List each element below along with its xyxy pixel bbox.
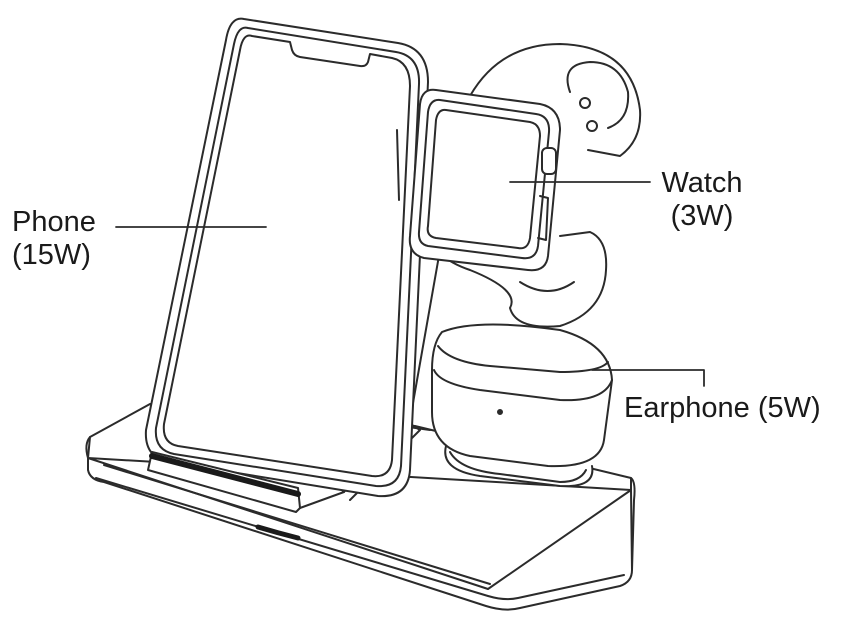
phone-device [144, 17, 429, 498]
earphone-label: Earphone (5W) [624, 392, 821, 424]
earphone-power: (5W) [757, 392, 821, 424]
phone-cradle [147, 451, 345, 513]
watch-label: Watch [661, 167, 743, 199]
phone-callout: Phone (15W) [12, 206, 96, 272]
earphone-name: Earphone [624, 392, 750, 424]
watch-power: (3W) [670, 200, 734, 232]
phone-label: Phone [12, 206, 96, 238]
phone-power: (15W) [12, 239, 91, 271]
earphone-case [431, 323, 613, 488]
leader-lines [115, 181, 705, 387]
watch-device [408, 43, 642, 328]
led-indicator [255, 524, 301, 541]
earphone-leader-line [591, 369, 705, 387]
earphone-callout: Earphone (5W) [624, 392, 821, 425]
watch-callout: Watch (3W) [654, 167, 750, 233]
